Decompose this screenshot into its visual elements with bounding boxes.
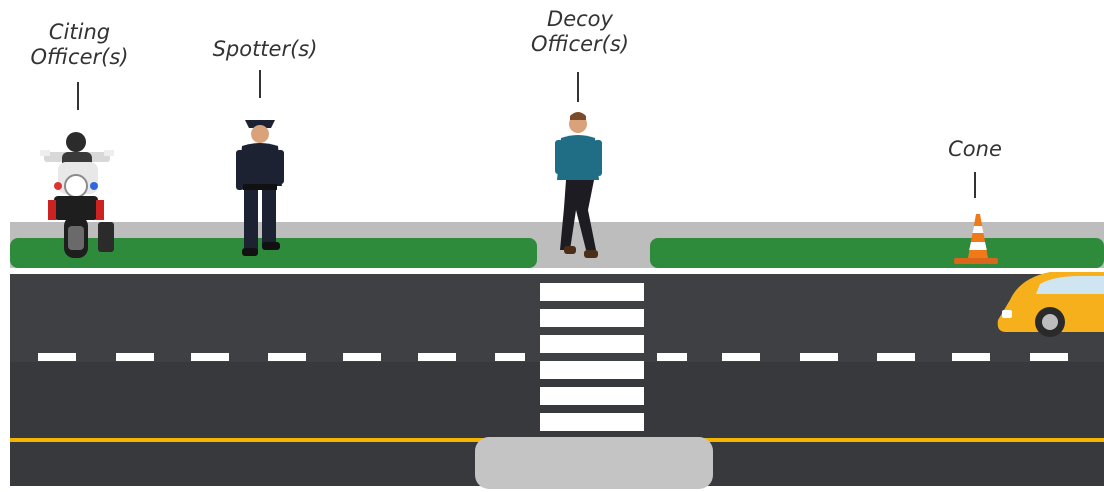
grass-strip-left — [10, 238, 537, 268]
motorcycle-officer-icon — [40, 132, 114, 258]
spotter-leader — [259, 70, 261, 98]
spotter-label-line1: Spotter(s) — [212, 37, 318, 61]
yellow-center-line-left — [10, 438, 488, 442]
decoy-officer-leader — [577, 72, 579, 102]
crosswalk — [540, 283, 644, 431]
cone-leader — [974, 172, 976, 198]
decoy-officer-label-line1: Decoy — [547, 7, 613, 31]
spotter-label: Spotter(s) — [195, 37, 335, 62]
citing-officer-label: Citing Officer(s) — [22, 20, 137, 70]
curb-line — [10, 268, 1104, 272]
spotter-officer-icon — [236, 120, 284, 256]
taxi-car-icon — [997, 272, 1104, 337]
cone-label: Cone — [930, 137, 1020, 162]
decoy-officer-label: Decoy Officer(s) — [515, 7, 645, 57]
lane-dashes — [38, 353, 1068, 361]
grass-strip-right — [650, 238, 1104, 268]
decoy-officer-label-line2: Officer(s) — [531, 32, 629, 56]
median-island — [475, 437, 713, 489]
citing-officer-label-line1: Citing — [48, 20, 111, 44]
traffic-cone-icon — [954, 214, 998, 264]
yellow-center-line-right — [700, 438, 1104, 442]
decoy-officer-icon — [555, 112, 602, 258]
cone-label-line1: Cone — [948, 137, 1002, 161]
citing-officer-label-line2: Officer(s) — [30, 45, 129, 69]
citing-officer-leader — [77, 82, 79, 110]
